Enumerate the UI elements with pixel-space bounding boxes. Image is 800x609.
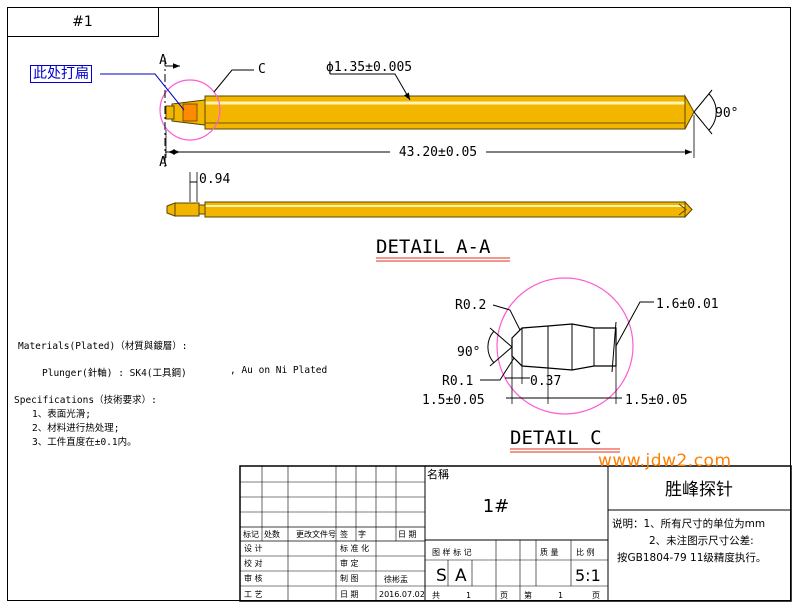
- pin-side-tip-mark: [678, 203, 687, 216]
- tb-sheet-value: 1: [558, 591, 563, 600]
- diameter-c-dim: 1.6±0.01: [656, 297, 719, 312]
- diameter-c-leader: [615, 301, 654, 347]
- tb-drawing-by: 制 图: [340, 573, 359, 583]
- spec-item-3: 3、工件直度在±0.1内。: [32, 437, 137, 448]
- tb-date-label: 日 期: [340, 590, 359, 599]
- tip-angle-line-1: [693, 89, 713, 113]
- flattened-area: [182, 103, 198, 122]
- detail-c-break-1: [611, 321, 617, 373]
- corner-tag: #1: [7, 7, 159, 37]
- plunger-material: Plunger(針軸) : SK4(工具鋼): [42, 368, 187, 379]
- flat-note-label: 此处打扁: [30, 65, 92, 83]
- pin-shaft: [204, 95, 686, 130]
- angle-c-dim: 90°: [457, 345, 480, 360]
- tip-angle-dim: 90°: [715, 106, 738, 121]
- tb-remark-2: 2、未注图示尺寸公差:: [649, 534, 754, 547]
- r-top-leader: [492, 304, 521, 331]
- tb-approve: 审 定: [340, 558, 359, 568]
- tb-name-label: 名稱: [427, 467, 449, 481]
- section-label-top: A: [159, 53, 167, 68]
- r-top-dim: R0.2: [455, 298, 486, 313]
- tip-angle-arc: [708, 93, 717, 131]
- tb-name-value: 1#: [483, 496, 510, 517]
- tb-page-label: 页: [500, 591, 508, 600]
- r-bottom-dim: R0.1: [442, 374, 473, 389]
- detail-c-outline: [511, 323, 617, 371]
- angle-c-arc: [487, 330, 495, 364]
- spec-title: Specifications（技術要求）:: [14, 395, 157, 406]
- spec-item-2: 2、材料进行热处理;: [32, 423, 120, 434]
- tb-scale-label: 比 例: [576, 547, 595, 557]
- pin-side-tip: [684, 200, 693, 219]
- tb-stage-a: A: [455, 566, 467, 586]
- detail-c-leader: [213, 69, 254, 93]
- detail-c-zoom-circle: [496, 277, 634, 415]
- tb-stage-label: 图 样 标 记: [432, 547, 472, 557]
- angle-c-line-2: [489, 346, 513, 367]
- flat-note-leader: [100, 73, 185, 111]
- tip-angle-line-2: [693, 111, 713, 135]
- tb-date-value: 2016.07.02: [379, 590, 425, 599]
- section-label-bottom: A: [159, 155, 167, 170]
- detail-c-label: DETAIL C: [510, 427, 602, 449]
- pin-side-head: [174, 202, 200, 217]
- pin-main-view: [159, 79, 695, 141]
- watermark: www.jdw2.com: [598, 451, 732, 471]
- revision-header-cell: 签: [340, 529, 348, 539]
- spec-item-1: 1、表面光滑;: [32, 409, 91, 420]
- tb-sheet-label: 第: [524, 590, 532, 600]
- tb-row-check: 校 对: [244, 558, 263, 568]
- tb-scale-value: 5:1: [575, 566, 601, 585]
- revision-header-cell: 更改文件号: [296, 529, 336, 539]
- width-left-dim: 1.5±0.05: [422, 393, 485, 408]
- tb-total-value: 1: [466, 591, 471, 600]
- title-block: [239, 465, 792, 602]
- revision-headers: 标记处数 更改文件号签字 日 期: [243, 529, 417, 539]
- pin-side-end: [166, 202, 176, 217]
- length-dim: 43.20±0.05: [399, 145, 477, 160]
- length-dim-bg: [390, 143, 486, 158]
- diameter-leader: [330, 73, 411, 101]
- plunger-plating: , Au on Ni Plated: [230, 365, 328, 376]
- pin-side-collar: [198, 204, 206, 215]
- pin-side-shaft: [204, 201, 686, 218]
- tb-remark-3: 按GB1804-79 11级精度执行。: [617, 551, 766, 564]
- head-offset-dim: 0.94: [199, 172, 230, 187]
- tb-row-process: 工 艺: [244, 590, 263, 599]
- tb-std-check: 标 准 化: [340, 543, 369, 553]
- tb-company: 胜峰探针: [665, 480, 733, 500]
- groove-dim: 0.37: [530, 374, 561, 389]
- width-right-dim: 1.5±0.05: [625, 393, 688, 408]
- detail-c-marker: C: [258, 62, 266, 77]
- angle-c-line-1: [489, 327, 513, 348]
- pin-tip: [684, 94, 695, 130]
- tb-stage-s: S: [436, 566, 447, 586]
- tb-mass-label: 质 量: [540, 547, 559, 557]
- revision-header-cell: 标记: [243, 529, 259, 539]
- materials-title: Materials(Plated)（材質與鍍層）:: [18, 341, 188, 352]
- tb-row-design: 设 计: [244, 543, 263, 553]
- revision-header-cell: 日 期: [398, 530, 417, 539]
- tb-page-label-2: 页: [592, 591, 600, 600]
- revision-header-cell: 处数: [264, 529, 280, 539]
- tb-total-label: 共: [432, 591, 440, 600]
- tb-drawer-name: 徐彬盂: [384, 574, 408, 584]
- detail-c-view: [496, 277, 634, 415]
- detail-aa-label: DETAIL A-A: [376, 236, 491, 258]
- pin-neck: [165, 105, 175, 120]
- tb-row-review: 审 核: [244, 573, 263, 583]
- tb-remark-1: 说明：1、所有尺寸的单位为mm: [612, 517, 765, 530]
- detail-c-circle: [159, 79, 221, 141]
- pin-side-view: [166, 200, 693, 219]
- diameter-dim: ϕ1.35±0.005: [326, 60, 412, 75]
- revision-header-cell: 字: [358, 529, 366, 539]
- r-bottom-leader: [480, 357, 515, 381]
